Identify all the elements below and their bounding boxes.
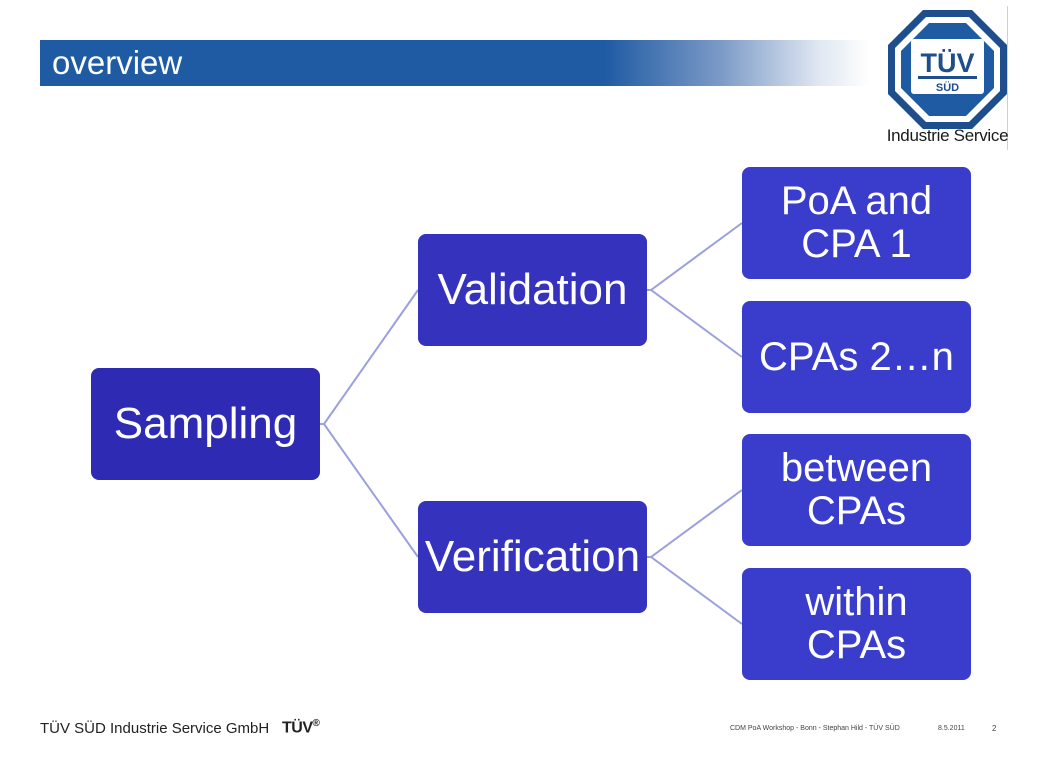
connector-sampling-validation (320, 289, 419, 425)
page-title: overview (52, 44, 183, 81)
node-within-cpas: within CPAs (742, 568, 971, 680)
logo-underline (918, 76, 977, 79)
node-verification-label: Verification (424, 532, 641, 581)
footer-event: CDM PoA Workshop - Bonn - Stephan Hild -… (730, 725, 900, 732)
node-validation: Validation (418, 234, 647, 346)
node-between-cpas: between CPAs (742, 434, 971, 546)
logo-wordmark: TÜV (921, 48, 975, 78)
connector-validation-cpas-2-n (647, 289, 743, 358)
node-sampling-label: Sampling (113, 399, 298, 448)
footer-tuv-mark: TÜV® (282, 718, 320, 737)
title-bar: overview (40, 40, 870, 86)
node-validation-label: Validation (437, 265, 628, 314)
logo-divider (1007, 6, 1008, 150)
node-between-cpas-label: between CPAs (780, 446, 933, 533)
footer-company: TÜV SÜD Industrie Service GmbH (40, 720, 270, 737)
logo-caption: Industrie Service (886, 126, 1009, 145)
node-verification: Verification (418, 501, 647, 613)
footer-page-number: 2 (992, 724, 997, 733)
connector-validation-poa-and-cpa-1 (647, 222, 743, 291)
connector-verification-within-cpas (647, 556, 743, 625)
footer-mark-text: TÜV (282, 719, 313, 737)
connector-verification-between-cpas (647, 489, 743, 558)
node-poa-and-cpa-1: PoA and CPA 1 (742, 167, 971, 279)
node-within-cpas-label: within CPAs (805, 580, 908, 667)
connector-sampling-verification (320, 423, 419, 558)
node-cpas-2-n-label: CPAs 2…n (759, 334, 954, 379)
footer-registered-mark: ® (312, 718, 320, 729)
logo-sub: SÜD (936, 81, 959, 94)
node-poa-and-cpa-1-label: PoA and CPA 1 (780, 179, 933, 266)
node-sampling: Sampling (91, 368, 320, 480)
tuv-sud-logo: TÜV SÜD (888, 10, 1007, 129)
logo-panel (911, 39, 984, 94)
footer-date: 8.5.2011 (938, 725, 965, 732)
node-cpas-2-n: CPAs 2…n (742, 301, 971, 413)
